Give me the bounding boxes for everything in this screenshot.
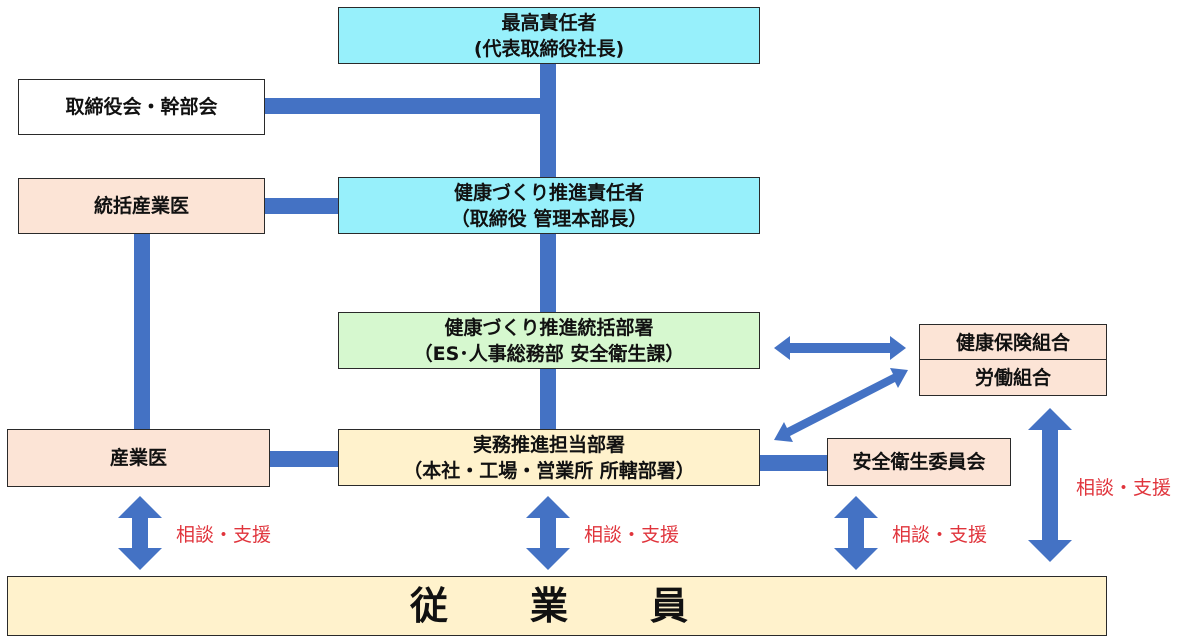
health-dept-subtitle: （ES･人事総務部 安全衛生課）: [413, 342, 685, 365]
connector-chief-physician: [264, 198, 340, 214]
insurance-title: 健康保険組合: [955, 331, 1070, 354]
double-arrow-horizontal: [774, 336, 906, 360]
chief-physician-box: 統括産業医: [18, 178, 265, 234]
connector-chief-to-physician: [134, 234, 150, 430]
safety-committee-box: 安全衛生委員会: [827, 438, 1011, 486]
connector-dept-to-practical: [540, 368, 556, 430]
board-title: 取締役会・幹部会: [65, 96, 218, 118]
union-box: 労働組合: [919, 359, 1107, 396]
support-label-physician: 相談・支援: [176, 524, 272, 546]
support-label-committee: 相談・支援: [892, 524, 988, 546]
safety-committee-title: 安全衛生委員会: [852, 451, 986, 473]
physician-title: 産業医: [109, 447, 167, 469]
employees-char-1: 従: [410, 584, 449, 628]
health-dept-title: 健康づくり推進統括部署: [444, 316, 654, 339]
employees-char-2: 業: [530, 584, 569, 628]
health-manager-subtitle: （取締役 管理本部長）: [450, 207, 648, 230]
double-arrow-diagonal: [774, 368, 908, 442]
double-arrow-committee: [834, 496, 878, 570]
double-arrow-union: [1028, 408, 1072, 562]
board-box: 取締役会・幹部会: [18, 79, 265, 135]
practical-dept-title: 実務推進担当部署: [472, 433, 625, 456]
health-manager-title: 健康づくり推進責任者: [453, 181, 644, 204]
connector-board: [264, 98, 544, 114]
health-manager-box: 健康づくり推進責任者 （取締役 管理本部長）: [338, 177, 760, 234]
practical-dept-subtitle: （本社・工場・営業所 所轄部署）: [403, 459, 695, 482]
double-arrow-practical: [526, 496, 570, 570]
physician-box: 産業医: [7, 429, 270, 487]
insurance-box: 健康保険組合: [919, 324, 1107, 361]
employees-box: 従 業 員: [7, 576, 1107, 636]
support-label-union: 相談・支援: [1076, 477, 1172, 499]
connector-practical-to-committee: [760, 455, 828, 471]
chief-physician-title: 統括産業医: [93, 195, 189, 217]
connector-physician-to-practical: [270, 451, 340, 467]
support-label-practical: 相談・支援: [584, 524, 680, 546]
connector-manager-to-dept: [540, 234, 556, 314]
top-executive-box: 最高責任者 (代表取締役社長): [338, 7, 760, 64]
health-dept-box: 健康づくり推進統括部署 （ES･人事総務部 安全衛生課）: [338, 312, 760, 369]
top-executive-title: 最高責任者: [501, 11, 597, 34]
double-arrow-physician: [118, 496, 162, 570]
employees-char-3: 員: [650, 584, 689, 628]
top-executive-subtitle: (代表取締役社長): [473, 37, 625, 60]
connector-top-to-manager: [540, 64, 556, 178]
practical-dept-box: 実務推進担当部署 （本社・工場・営業所 所轄部署）: [338, 429, 760, 486]
union-title: 労働組合: [974, 366, 1051, 389]
